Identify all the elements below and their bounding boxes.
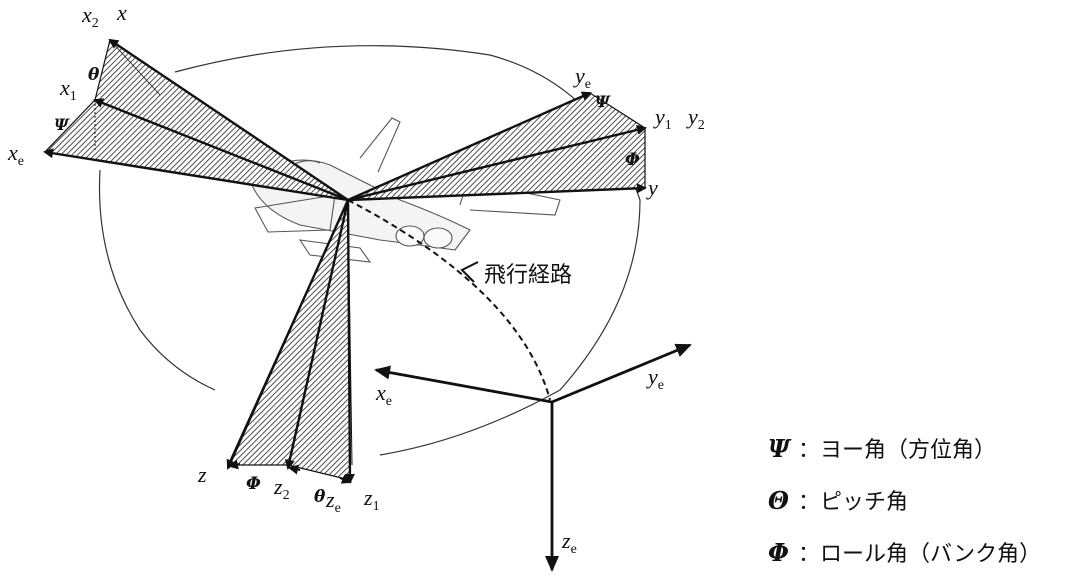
legend-yaw-symbol: Ψ: [768, 433, 790, 463]
z-axis-arrow: [226, 199, 350, 470]
legend-pitch-symbol: Θ: [768, 485, 789, 515]
y-label: y: [646, 175, 658, 200]
z-label: z: [197, 462, 207, 487]
ref-xe-label: xe: [375, 380, 392, 409]
ye-axis-arrow: [347, 91, 592, 202]
theta-z-symbol: θ: [314, 487, 326, 507]
x1-axis-arrow: [93, 98, 349, 202]
theta-x-symbol: θ: [88, 65, 100, 85]
y1-label: y1: [653, 104, 672, 133]
z2-axis-arrow: [284, 199, 350, 470]
ref-ze-label: ze: [561, 528, 577, 557]
phi-z-symbol: Φ: [246, 474, 261, 494]
y2-label: y2: [686, 104, 705, 133]
psi-y-symbol: Ψ: [595, 92, 611, 111]
flight-path-line: [347, 199, 551, 401]
x2-label: x2: [81, 2, 99, 31]
legend-row-pitch: Θ ：ピッチ角: [768, 474, 1088, 526]
ref-ye-label: ye: [646, 364, 664, 393]
xe-label: xe: [7, 140, 24, 169]
y-axis-arrow: [347, 183, 647, 202]
xe-axis-arrow: [43, 148, 349, 202]
ye-label: ye: [573, 63, 591, 92]
x1-label: x1: [59, 75, 77, 104]
z1-label: z1: [363, 485, 380, 514]
y1-axis-arrow: [347, 125, 647, 202]
x-label: x: [116, 0, 127, 25]
flight-path-label: 飛行経路: [484, 263, 572, 288]
phi-y-symbol: Φ: [625, 150, 640, 170]
ze-label: ze: [325, 487, 341, 516]
legend-roll-symbol: Φ: [768, 537, 789, 567]
ze-axis-arrow: [344, 199, 355, 484]
legend-row-roll: Φ ：ロール角（バンク角）: [768, 526, 1088, 578]
sphere-outline-left: [98, 169, 216, 391]
legend-yaw-text: ：ヨー角（方位角）: [798, 438, 997, 463]
flight-path-pointer: [460, 261, 479, 283]
legend-roll-text: ：ロール角（バンク角）: [798, 542, 1042, 567]
z2-label: z2: [273, 474, 290, 503]
ref-ye-arrow: [551, 343, 692, 404]
psi-x-symbol: Ψ: [54, 115, 70, 134]
ref-xe-arrow: [374, 365, 553, 404]
legend: Ψ ：ヨー角（方位角） Θ ：ピッチ角 Φ ：ロール角（バンク角）: [768, 422, 1088, 578]
legend-row-yaw: Ψ ：ヨー角（方位角）: [768, 422, 1088, 474]
legend-pitch-text: ：ピッチ角: [798, 490, 909, 515]
x-axis-arrow: [108, 38, 349, 201]
